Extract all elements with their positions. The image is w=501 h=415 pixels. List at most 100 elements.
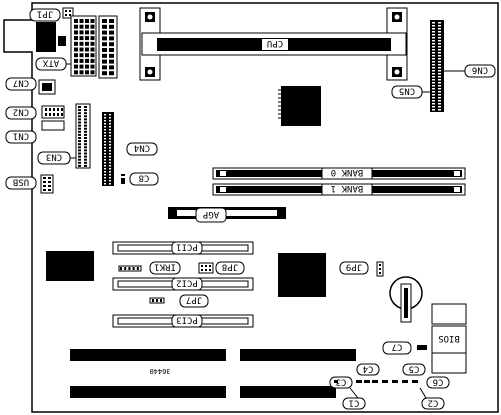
pin [102, 42, 107, 47]
pin [438, 40, 441, 42]
pci2-slot [112, 277, 254, 291]
pin [61, 113, 63, 116]
pin [438, 31, 441, 33]
pin [74, 64, 78, 69]
atx-label: ATX [35, 57, 67, 71]
pin [74, 47, 78, 52]
pin [84, 155, 87, 158]
pin [432, 40, 435, 42]
pin [49, 108, 51, 111]
pin [104, 156, 106, 158]
pin [438, 91, 441, 93]
pin [78, 149, 81, 152]
pin [438, 43, 441, 45]
pin [104, 183, 106, 185]
pin [84, 112, 87, 115]
pin [57, 108, 59, 111]
pin [84, 121, 87, 124]
io-connector-block [36, 22, 56, 52]
pin [432, 73, 435, 75]
chipset-north [278, 86, 321, 126]
pin [85, 19, 89, 23]
svg-text:CN4: CN4 [134, 143, 150, 153]
pin [102, 59, 107, 64]
svg-text:JP7: JP7 [186, 295, 202, 305]
pin [438, 73, 441, 75]
pin [109, 162, 111, 164]
pin [84, 149, 87, 152]
agp-label: AGP [202, 209, 219, 219]
bios-label: BIOS [438, 333, 460, 343]
agp-slot [168, 207, 286, 223]
isa-slot-3 [70, 386, 226, 398]
pin [438, 55, 441, 57]
pin [85, 41, 89, 46]
pci3-slot [112, 314, 254, 328]
pin [432, 34, 435, 36]
pin [432, 25, 435, 27]
svg-text:CN2: CN2 [13, 107, 29, 117]
left-chip [46, 251, 94, 281]
jp1-label: JP1 [29, 8, 61, 22]
pin [79, 47, 84, 52]
pin [432, 85, 435, 87]
pin [78, 130, 81, 133]
pin [109, 132, 111, 134]
svg-text:CN3: CN3 [46, 152, 62, 162]
pin [104, 114, 106, 116]
pin [102, 48, 107, 52]
pin [48, 177, 51, 179]
pin [438, 103, 441, 105]
pin [74, 70, 78, 75]
c8-label: C8 [129, 172, 159, 186]
jp9-label: JP9 [339, 261, 369, 275]
pin [57, 113, 59, 116]
pin [53, 108, 55, 111]
pin [109, 126, 111, 128]
isa-slot-1 [70, 349, 226, 361]
svg-text:C7: C7 [392, 342, 403, 352]
cn4-connector [102, 112, 114, 186]
pin [432, 52, 435, 54]
pin [78, 109, 81, 112]
pin [124, 267, 127, 270]
cn7-label: CN7 [5, 77, 37, 91]
pin [78, 146, 81, 149]
pin [109, 177, 111, 179]
pin [109, 59, 114, 64]
pin [78, 133, 81, 136]
pin [74, 58, 78, 63]
pin [48, 185, 51, 187]
svg-text:C4: C4 [363, 364, 374, 374]
svg-text:C3: C3 [336, 377, 347, 387]
pin [109, 159, 111, 161]
pin [109, 120, 111, 122]
pin [104, 132, 106, 134]
svg-text:USB: USB [13, 177, 29, 187]
c2-label: C2 [421, 397, 445, 410]
pin [432, 91, 435, 93]
pin [85, 58, 89, 63]
pin [109, 65, 114, 70]
cn2-connector [41, 105, 65, 119]
c7-label: C7 [382, 341, 412, 355]
pin [90, 58, 95, 63]
pin [438, 76, 441, 78]
pin [85, 64, 89, 69]
cn3-connector [75, 103, 91, 169]
pin [109, 153, 111, 155]
pin [43, 185, 46, 187]
pin [438, 109, 441, 111]
bios-chip [431, 303, 467, 374]
pin [432, 97, 435, 99]
jp1-jumper [62, 7, 74, 19]
pin [84, 137, 87, 139]
pin [432, 67, 435, 69]
pin [79, 30, 84, 35]
pin [104, 180, 106, 182]
pin [74, 19, 78, 23]
pin [136, 267, 139, 270]
svg-text:JP9: JP9 [346, 262, 362, 272]
cn6-label: CN6 [464, 64, 496, 78]
